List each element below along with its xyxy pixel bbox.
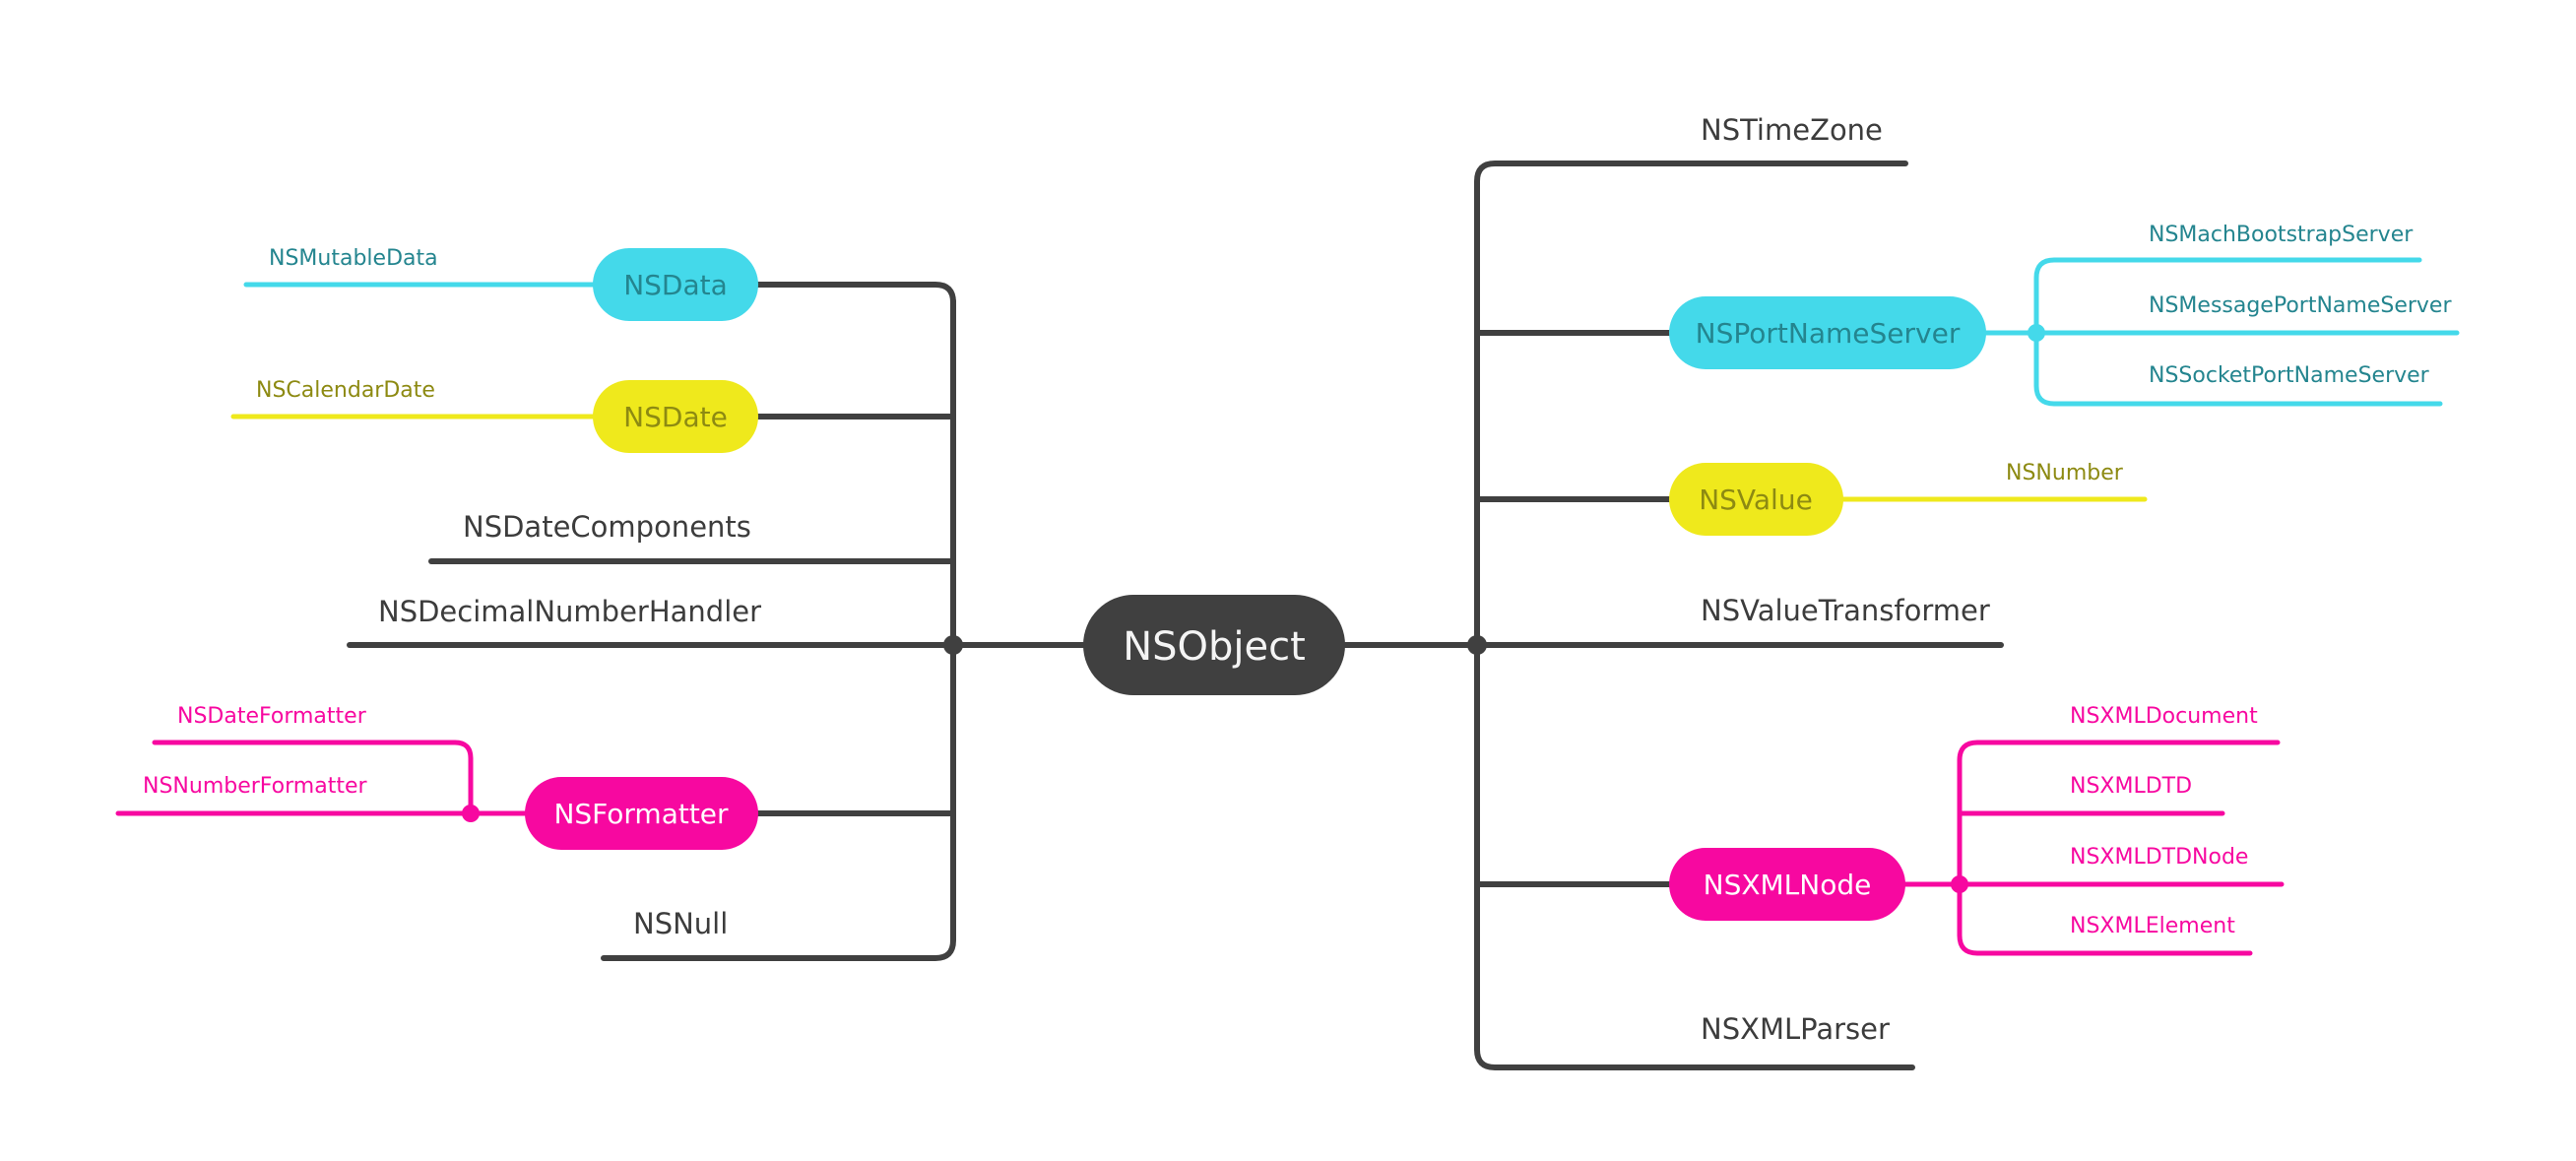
root-node-shape <box>1083 595 1345 695</box>
sub-node-nssocketportnameserver: NSSocketPortNameServer <box>2149 363 2430 388</box>
sub-node-nscalendardate: NSCalendarDate <box>256 378 435 403</box>
sub-node-nsxmldocument: NSXMLDocument <box>2070 704 2258 729</box>
node-nsvalue-shape <box>1669 463 1843 536</box>
node-nsxmlnode-shape <box>1669 848 1905 921</box>
sub-node-nsnumberformatter: NSNumberFormatter <box>143 774 367 799</box>
node-nsdatecomponents[interactable]: NSDateComponents <box>463 510 751 544</box>
node-nsportnameserver[interactable]: NSMachBootstrapServer NSMessagePortNameS… <box>1669 223 2460 407</box>
root-node[interactable]: NSObject <box>1083 595 1345 695</box>
node-nsdata-shape <box>593 248 758 321</box>
node-nsdate-shape <box>593 380 758 453</box>
nsformatter-junction-dot <box>462 805 480 822</box>
node-nsvaluetransformer[interactable]: NSValueTransformer <box>1701 594 1990 627</box>
sub-node-nsdateformatter: NSDateFormatter <box>177 704 367 729</box>
node-nsformatter[interactable]: NSDateFormatter NSNumberFormatter NSForm… <box>115 704 758 850</box>
node-nsxmlparser[interactable]: NSXMLParser <box>1701 1012 1890 1046</box>
node-nsvalue[interactable]: NSNumber NSValue <box>1669 461 2148 536</box>
sub-node-nsxmldtdnode: NSXMLDTDNode <box>2070 845 2248 870</box>
node-nsxmlnode[interactable]: NSXMLDocument NSXMLDTD NSXMLDTDNode NSXM… <box>1669 704 2285 956</box>
right-trunk-line <box>1341 161 1915 1070</box>
node-nsportnameserver-label: NSPortNameServer <box>1696 317 1961 350</box>
left-junction-dot <box>943 635 963 655</box>
left-connectors <box>347 282 1086 961</box>
right-junction-dot <box>1467 635 1487 655</box>
nsxmlnode-junction-dot <box>1951 875 1968 893</box>
node-nsdecimalnumberhandler[interactable]: NSDecimalNumberHandler <box>378 595 761 628</box>
sub-node-nsmessageportnameserver: NSMessagePortNameServer <box>2149 293 2452 318</box>
left-trunk-line <box>601 282 1086 961</box>
node-nsvalue-label: NSValue <box>1699 484 1813 516</box>
node-nsformatter-shape <box>525 777 758 850</box>
nsportnameserver-junction-dot <box>2028 324 2045 342</box>
sub-node-nsxmlelement: NSXMLElement <box>2070 914 2235 938</box>
root-node-label: NSObject <box>1123 624 1306 670</box>
node-nsportnameserver-shape <box>1669 296 1986 369</box>
sub-node-nsnumber: NSNumber <box>2006 461 2124 485</box>
node-nstimezone[interactable]: NSTimeZone <box>1701 113 1883 147</box>
node-nsdata[interactable]: NSMutableData NSData <box>243 246 758 321</box>
sub-node-nsmachbootstrapserver: NSMachBootstrapServer <box>2149 223 2414 247</box>
sub-node-nsmutabledata: NSMutableData <box>269 246 438 271</box>
node-nsformatter-label: NSFormatter <box>553 798 729 830</box>
node-nsdata-label: NSData <box>623 269 728 301</box>
node-nsnull[interactable]: NSNull <box>633 907 728 940</box>
node-nsxmlnode-label: NSXMLNode <box>1704 869 1872 901</box>
node-nsdate[interactable]: NSCalendarDate NSDate <box>230 378 758 453</box>
sub-branches-nsformatter <box>115 740 530 816</box>
node-nsdate-label: NSDate <box>623 401 728 433</box>
right-connectors <box>1341 161 2004 1070</box>
sub-node-nsxmldtd: NSXMLDTD <box>2070 774 2192 799</box>
sub-branches-nsxmlnode <box>1898 740 2285 956</box>
